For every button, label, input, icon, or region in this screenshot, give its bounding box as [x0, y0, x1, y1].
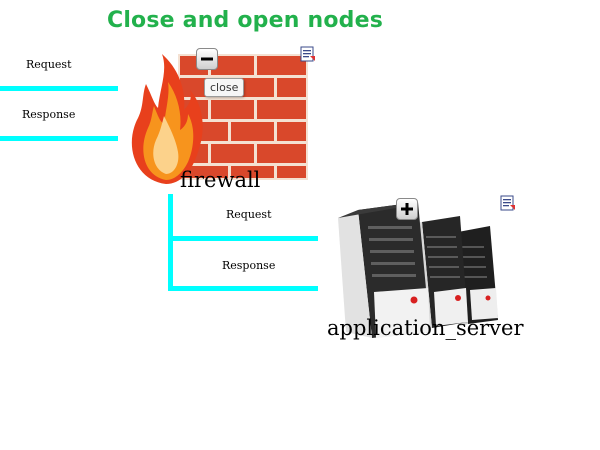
edge-response-label: Response	[222, 259, 276, 272]
firewall-node[interactable]: close firewall	[128, 44, 318, 192]
firewall-icon	[131, 54, 308, 184]
edge-request-label: Request	[26, 58, 72, 71]
edge-trunk-line	[168, 194, 173, 290]
collapse-node-button[interactable]	[196, 48, 218, 70]
document-icon	[300, 46, 315, 62]
edge-request-line	[168, 236, 318, 241]
server-icon	[338, 202, 498, 338]
edge-response-label: Response	[22, 108, 76, 121]
close-tooltip: close	[204, 78, 245, 97]
application-server-node[interactable]: application_server	[318, 192, 524, 342]
minus-icon	[201, 57, 213, 61]
expand-node-button[interactable]	[396, 198, 418, 220]
application-server-label: application_server	[327, 316, 524, 340]
firewall-label: firewall	[180, 168, 261, 192]
edge-response-line	[0, 136, 118, 141]
application-server-info-button[interactable]	[500, 195, 516, 215]
firewall-info-button[interactable]	[300, 46, 316, 66]
plus-icon	[401, 203, 413, 215]
edge-request-line	[0, 86, 118, 91]
edge-request-label: Request	[226, 208, 272, 221]
page-title: Close and open nodes	[106, 8, 384, 33]
edge-response-line	[168, 286, 318, 291]
document-icon	[500, 195, 515, 211]
